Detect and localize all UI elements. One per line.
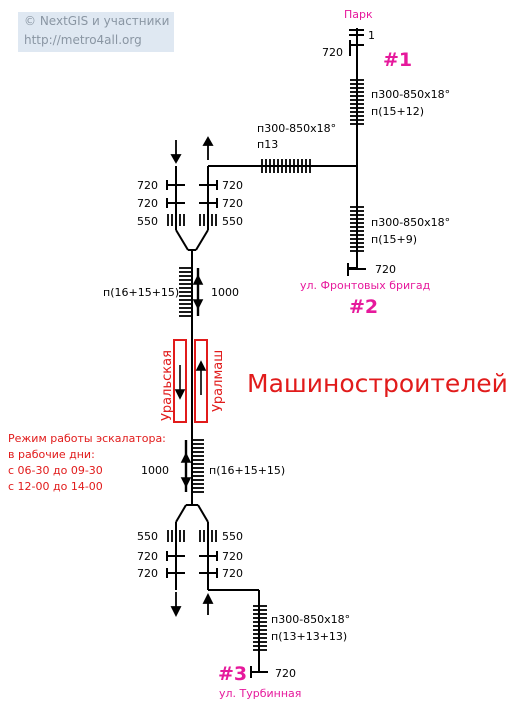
top-vestibule-width-right-2: 720 (222, 197, 243, 210)
schedule-line-1: Режим работы эскалатора: (8, 432, 166, 445)
top-vestibule-width-left-3: 550 (137, 215, 158, 228)
escalator-bottom-arrows (180, 452, 192, 488)
top-vestibule (166, 166, 218, 268)
top-vestibule-stairs (167, 214, 217, 226)
exit2-number: #2 (349, 296, 378, 318)
passage-stairs-label-2: п13 (257, 138, 278, 151)
exit2-stairs-label-2: п(15+9) (371, 233, 417, 246)
platform-left-label: Уральская (160, 350, 175, 421)
exit2-width: 720 (375, 263, 396, 276)
bottom-vestibule-stairs (167, 530, 217, 542)
escalator-top-arrows (192, 274, 204, 310)
exit3-stairs (253, 605, 267, 651)
exit3-label: ул. Турбинная (219, 687, 301, 700)
exit3-door-mark (250, 666, 268, 678)
attribution-url[interactable]: http://metro4all.org (24, 33, 142, 47)
bottom-vestibule (166, 504, 260, 672)
escalator-top-width: 1000 (211, 286, 239, 299)
exit2-label: ул. Фронтовых бригад (300, 279, 431, 292)
escalator-bottom-width: 1000 (141, 464, 169, 477)
escalator-bottom (184, 439, 204, 505)
exit3-number: #3 (218, 663, 247, 685)
station-name: Машиностроителей (247, 369, 508, 398)
escalator-top-label: п(16+15+15) (103, 286, 179, 299)
schedule-line-3: с 06-30 до 09-30 (8, 464, 103, 477)
top-vestibule-width-right-3: 550 (222, 215, 243, 228)
bottom-vestibule-width-right-3: 720 (222, 567, 243, 580)
exit1-label: Парк (344, 8, 373, 21)
bottom-vestibule-width-left-3: 720 (137, 567, 158, 580)
exit1-stairs (350, 79, 364, 125)
top-vestibule-arrows (170, 136, 214, 164)
schedule-line-4: с 12-00 до 14-00 (8, 480, 103, 493)
exit1-width: 720 (322, 46, 343, 59)
passage-stairs (261, 159, 311, 173)
schedule-line-2: в рабочие дни: (8, 448, 95, 461)
exit1-number: #1 (383, 49, 412, 71)
bottom-vestibule-width-left-2: 720 (137, 550, 158, 563)
exit2-stairs-label-1: п300-850х18° (371, 216, 450, 229)
exit3-stairs-label-2: п(13+13+13) (271, 630, 347, 643)
platform-tracks (173, 339, 208, 440)
exit3-width: 720 (275, 667, 296, 680)
bottom-vestibule-width-left-1: 550 (137, 530, 158, 543)
exit1-steps: 1 (368, 29, 375, 42)
bottom-vestibule-width-right-2: 720 (222, 550, 243, 563)
platform-arrows (174, 360, 207, 400)
attribution-box (18, 12, 174, 52)
bottom-vestibule-width-right-1: 550 (222, 530, 243, 543)
exit1-stairs-label-1: п300-850х18° (371, 88, 450, 101)
top-vestibule-width-right-1: 720 (222, 179, 243, 192)
platform-right-label: Уралмаш (211, 350, 226, 412)
exit1-stairs-label-2: п(15+12) (371, 105, 424, 118)
bottom-vestibule-arrows (170, 592, 214, 618)
passage-stairs-label-1: п300-850х18° (257, 122, 336, 135)
exit3-stairs-label-1: п300-850х18° (271, 613, 350, 626)
exit2-stairs (350, 206, 364, 252)
top-vestibule-width-left-2: 720 (137, 197, 158, 210)
escalator-bottom-label: п(16+15+15) (209, 464, 285, 477)
exit2-door-mark (347, 263, 366, 275)
top-vestibule-width-left-1: 720 (137, 179, 158, 192)
attribution-copyright: © NextGIS и участники (24, 14, 170, 28)
